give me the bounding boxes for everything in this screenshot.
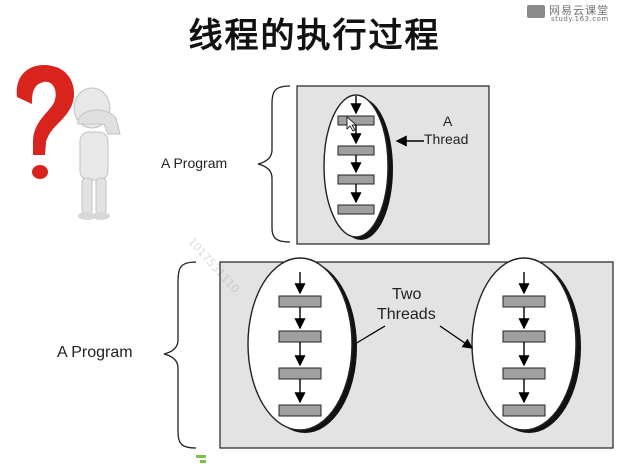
right-thread-flow (502, 272, 546, 417)
question-mark-icon (16, 65, 75, 179)
green-mark (196, 455, 206, 458)
top-thread-label-line2: Thread (424, 131, 469, 147)
top-program-brace (257, 85, 291, 243)
slide-title: 线程的执行过程 (188, 16, 441, 56)
two-threads-left-connector (354, 325, 386, 345)
mouse-cursor-icon (346, 116, 358, 132)
two-threads-right-connector (439, 325, 474, 349)
two-threads-label-line1: Two (392, 286, 422, 303)
bottom-program-brace (163, 261, 197, 449)
brand-url: study.163.com (551, 15, 609, 23)
thinking-person-icon (73, 87, 121, 220)
left-thread-flow (278, 272, 322, 417)
brand-logo: 网易云课堂 study.163.com (527, 2, 623, 24)
brand-name: 网易云课堂 (549, 4, 609, 17)
top-thread-label-line1: A (443, 113, 453, 129)
bottom-program-label: A Program (57, 344, 133, 361)
two-threads-label-line2: Threads (377, 306, 436, 323)
green-mark (200, 460, 206, 463)
chat-bubble-icon (527, 5, 545, 18)
top-program-label: A Program (161, 155, 228, 171)
